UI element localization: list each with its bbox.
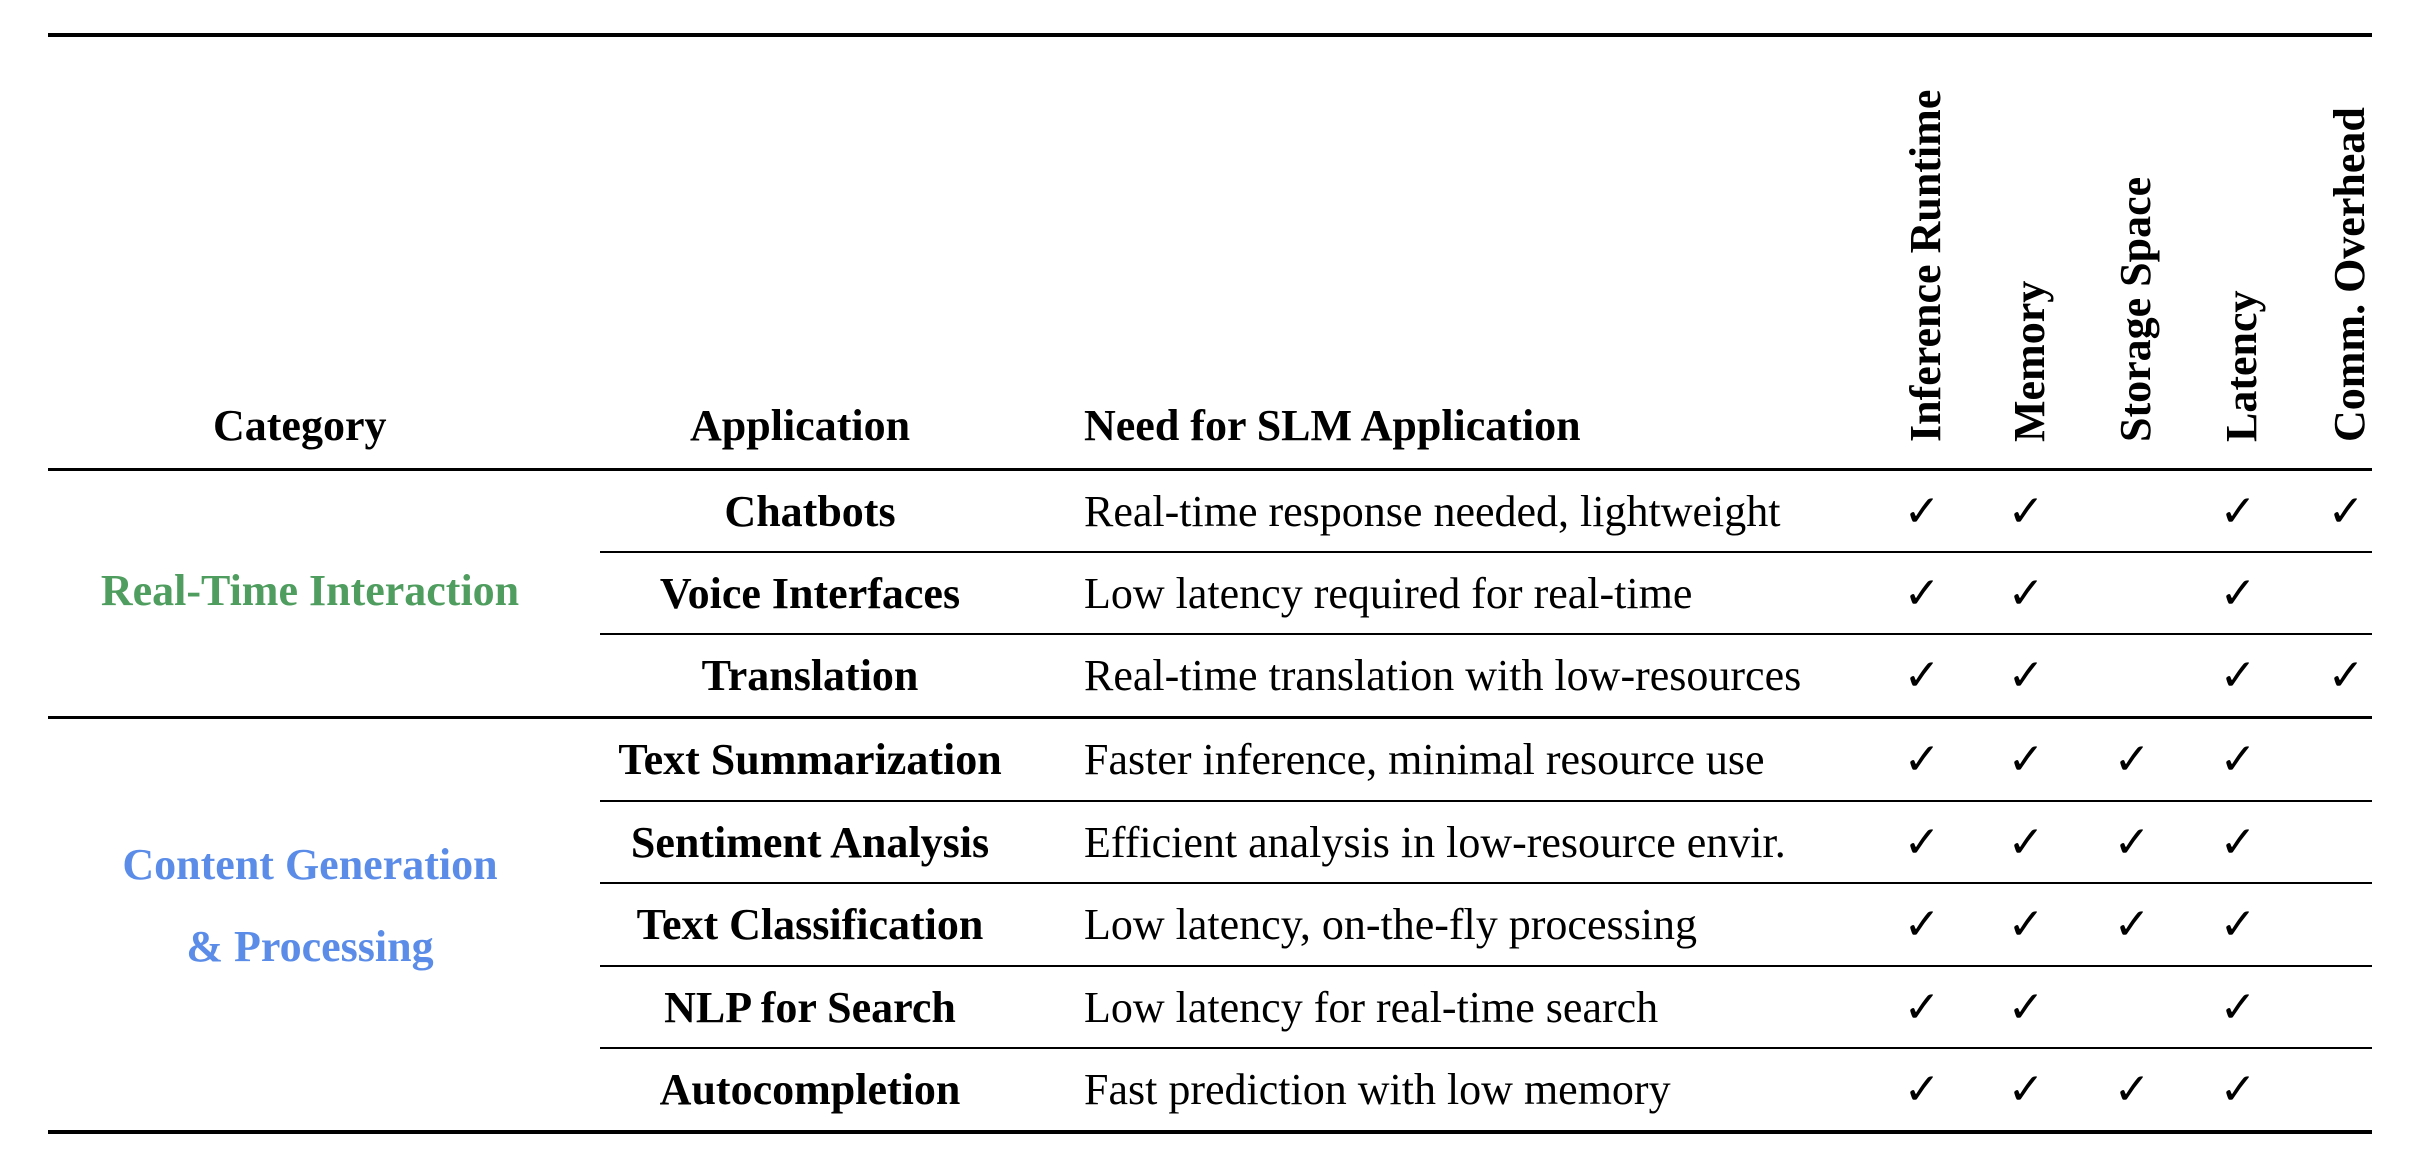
header-memory: Memory [2005, 280, 2054, 442]
check-icon-memory: ✓ [2007, 899, 2045, 950]
header-comm-overhead: Comm. Overhead [2325, 107, 2374, 442]
check-icon-memory: ✓ [2007, 982, 2045, 1033]
check-icon-inference-runtime: ✓ [1903, 1064, 1941, 1115]
header-storage-space: Storage Space [2111, 176, 2160, 442]
need-nlp-for-search: Low latency for real-time search [1084, 983, 1659, 1032]
category-content-generation: Content Generation & Processing [30, 824, 590, 988]
row-separator [600, 965, 2372, 967]
app-nlp-for-search: NLP for Search [664, 983, 956, 1032]
check-icon-latency: ✓ [2219, 1064, 2257, 1115]
check-icon-memory: ✓ [2007, 650, 2045, 701]
app-autocompletion: Autocompletion [659, 1065, 961, 1114]
check-icon-comm-overhead: ✓ [2327, 650, 2365, 701]
app-voice-interfaces: Voice Interfaces [659, 569, 961, 618]
need-translation: Real-time translation with low-resources [1084, 651, 1802, 700]
app-text-summarization: Text Summarization [618, 735, 1002, 784]
need-text-summarization: Faster inference, minimal resource use [1084, 735, 1765, 784]
app-text-classification: Text Classification [636, 900, 984, 949]
check-icon-latency: ✓ [2219, 899, 2257, 950]
row-separator [600, 1047, 2372, 1049]
row-separator [600, 800, 2372, 802]
check-icon-latency: ✓ [2219, 734, 2257, 785]
row-separator [600, 633, 2372, 635]
check-icon-latency: ✓ [2219, 486, 2257, 537]
app-chatbots: Chatbots [724, 487, 896, 536]
check-icon-latency: ✓ [2219, 817, 2257, 868]
header-need: Need for SLM Application [1084, 401, 1581, 450]
check-icon-storage-space: ✓ [2113, 817, 2151, 868]
check-icon-inference-runtime: ✓ [1903, 982, 1941, 1033]
header-application: Application [690, 401, 911, 450]
header-latency: Latency [2217, 290, 2266, 442]
need-voice-interfaces: Low latency required for real-time [1084, 569, 1693, 618]
category-line: & Processing [186, 922, 434, 971]
header-category: Category [213, 401, 387, 450]
check-icon-storage-space: ✓ [2113, 734, 2151, 785]
app-sentiment-analysis: Sentiment Analysis [630, 818, 990, 867]
need-sentiment-analysis: Efficient analysis in low-resource envir… [1084, 818, 1786, 867]
bottom-rule [48, 1130, 2372, 1134]
need-autocompletion: Fast prediction with low memory [1084, 1065, 1671, 1114]
check-icon-inference-runtime: ✓ [1903, 486, 1941, 537]
category-line: Content Generation [122, 840, 498, 889]
check-icon-inference-runtime: ✓ [1903, 734, 1941, 785]
need-chatbots: Real-time response needed, lightweight [1084, 487, 1781, 536]
check-icon-memory: ✓ [2007, 486, 2045, 537]
check-icon-inference-runtime: ✓ [1903, 817, 1941, 868]
check-icon-inference-runtime: ✓ [1903, 650, 1941, 701]
top-rule [48, 33, 2372, 37]
header-inference-runtime: Inference Runtime [1901, 89, 1950, 442]
category-line: Real-Time Interaction [100, 566, 520, 615]
check-icon-storage-space: ✓ [2113, 1064, 2151, 1115]
row-separator [600, 551, 2372, 553]
check-icon-memory: ✓ [2007, 734, 2045, 785]
check-icon-comm-overhead: ✓ [2327, 486, 2365, 537]
group-separator-rule [48, 716, 2372, 719]
row-separator [600, 882, 2372, 884]
check-icon-memory: ✓ [2007, 1064, 2045, 1115]
check-icon-storage-space: ✓ [2113, 899, 2151, 950]
check-icon-latency: ✓ [2219, 568, 2257, 619]
check-icon-memory: ✓ [2007, 817, 2045, 868]
check-icon-inference-runtime: ✓ [1903, 568, 1941, 619]
check-icon-latency: ✓ [2219, 650, 2257, 701]
check-icon-memory: ✓ [2007, 568, 2045, 619]
check-icon-inference-runtime: ✓ [1903, 899, 1941, 950]
check-icon-latency: ✓ [2219, 982, 2257, 1033]
app-translation: Translation [701, 651, 919, 700]
header-rule [48, 468, 2372, 471]
category-real-time-interaction: Real-Time Interaction [30, 550, 590, 632]
need-text-classification: Low latency, on-the-fly processing [1084, 900, 1697, 949]
